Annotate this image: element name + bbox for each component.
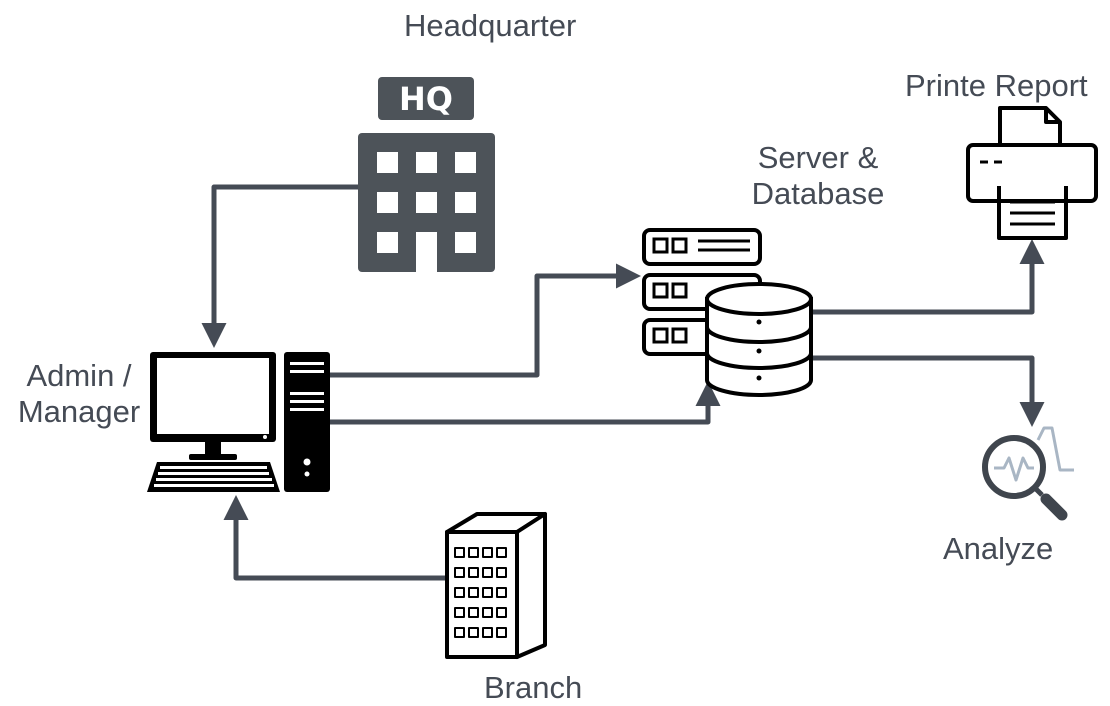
printer-label: Printe Report	[905, 68, 1088, 103]
edge-headquarter-to-admin	[201, 184, 358, 348]
analyze-label: Analyze	[943, 531, 1054, 566]
headquarter-label: Headquarter	[404, 8, 577, 43]
database-cylinder-icon	[705, 282, 813, 397]
server-label-line2: Database	[751, 176, 885, 211]
admin-label-line2: Manager	[17, 394, 141, 429]
admin-manager-label: Admin / Manager	[8, 358, 150, 430]
desktop-computer-icon	[147, 352, 330, 492]
headquarter-building-icon: HQ	[358, 77, 495, 272]
edge-admin-to-server	[330, 263, 641, 378]
server-database-label: Server & Database	[740, 140, 896, 212]
admin-label-line1: Admin /	[26, 358, 132, 393]
printer-icon	[966, 106, 1098, 240]
server-database-icon	[642, 228, 813, 397]
branch-building-icon	[445, 512, 547, 659]
hq-sign-text: HQ	[399, 80, 453, 118]
edge-branch-to-admin	[223, 495, 446, 581]
branch-label: Branch	[484, 670, 583, 705]
connectors	[201, 184, 1045, 581]
analyze-magnifier-icon	[982, 426, 1074, 521]
server-label-line1: Server &	[757, 140, 879, 175]
edge-database-to-analyze	[812, 355, 1045, 427]
edge-admin-to-database	[330, 381, 721, 425]
edge-database-to-printer	[812, 239, 1045, 315]
